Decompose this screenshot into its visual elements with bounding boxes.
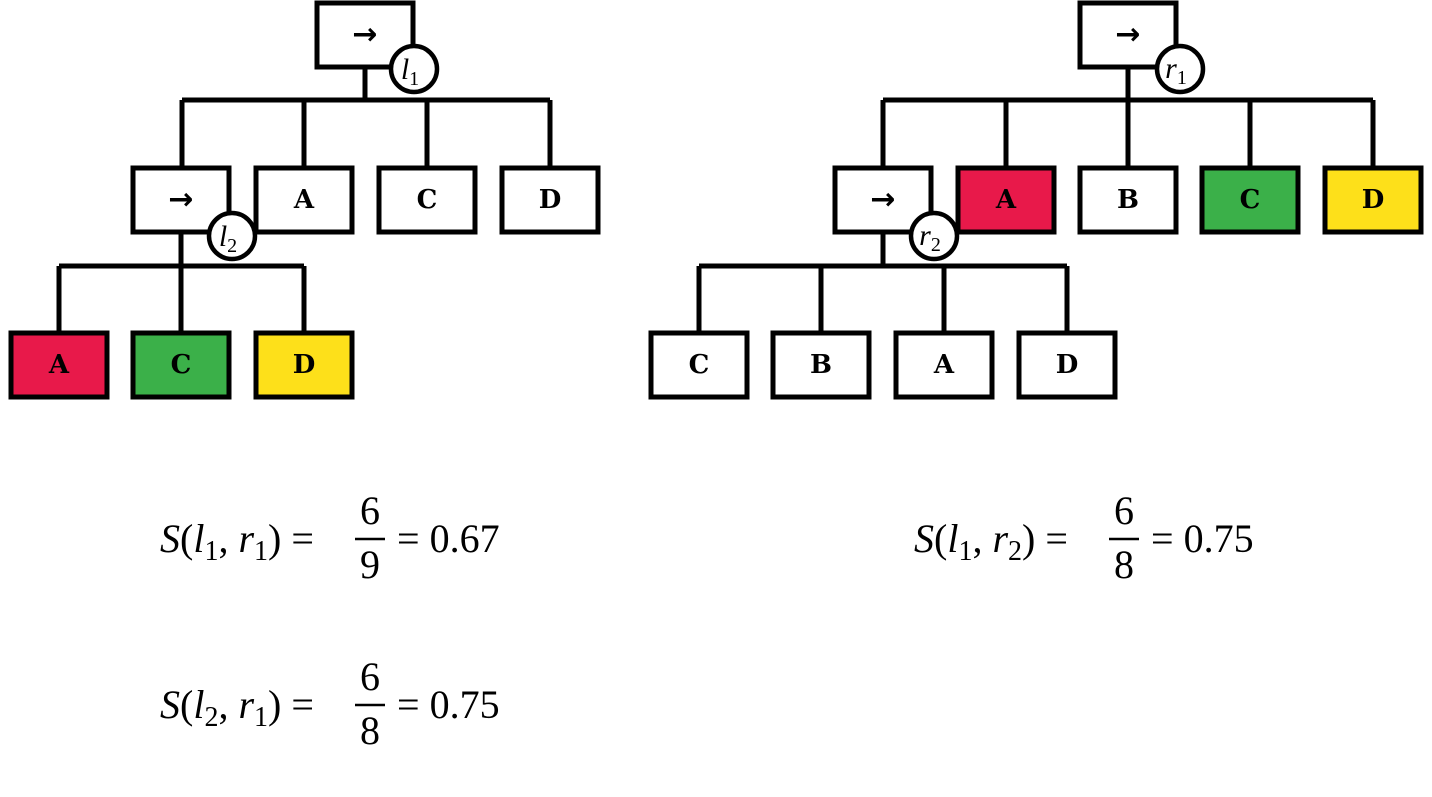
left-leaf-D: D [499,165,601,235]
leaf-label: D [293,350,316,380]
left-subleaf-A: A [8,330,110,400]
eq-b-sub: 1 [254,702,268,733]
right-subleaf-B: B [770,330,872,400]
svg-text:S(l1, r2) =: S(l1, r2) = [914,516,1068,567]
right-seq-connector [696,232,1070,333]
marker-sub: 2 [227,235,237,257]
left-tree [56,67,553,333]
eq-denominator: 8 [1114,542,1134,587]
left-leaf-A: A [253,165,355,235]
marker-var: l [401,53,409,86]
svg-text:l2: l2 [219,220,237,257]
right-root-connector [880,67,1376,168]
left-root-marker [388,43,440,95]
eq-a-sub: 2 [204,702,218,733]
eq-result: 0.75 [1184,516,1254,561]
left-leaf-C: C [376,165,478,235]
leaf-label: A [933,350,955,380]
right-root-node: → r1 [1077,0,1206,95]
right-seq-marker [908,210,960,262]
eq-b: r [238,682,254,727]
eq-b: r [992,516,1008,561]
equation-s-l1-r1: S(l1, r1) = 6 9 = 0.67 [160,488,500,587]
equation-s-l1-r2: S(l1, r2) = 6 8 = 0.75 [914,488,1254,587]
eq-a: l [193,682,204,727]
right-subleaf-A: A [893,330,995,400]
left-root-connector [179,67,553,168]
marker-sub: 1 [409,68,419,90]
svg-text:S(l2, r1) =: S(l2, r1) = [160,682,314,733]
leaf-label: B [810,350,832,380]
svg-text:= 0.75: = 0.75 [1151,516,1254,561]
leaf-label: A [995,185,1017,215]
svg-text:r2: r2 [919,219,941,256]
leaf-label: C [689,350,710,380]
right-seq-node: → r2 [832,165,960,262]
right-root-marker [1154,43,1206,95]
leaf-label: C [1240,185,1261,215]
sequence-arrow-icon: → [352,17,377,52]
marker-var: l [219,220,227,253]
leaf-label: C [171,350,192,380]
left-seq-node: → l2 [130,165,258,262]
eq-a: l [193,516,204,561]
right-subleaf-D: D [1016,330,1118,400]
right-tree [696,67,1376,333]
eq-b-sub: 1 [254,536,268,567]
marker-var: r [919,219,931,252]
eq-result: 0.67 [430,516,500,561]
right-leaf-C: C [1199,165,1301,235]
right-leaf-B: B [1077,165,1179,235]
left-seq-marker [206,210,258,262]
left-subleaf-C: C [130,330,232,400]
leaf-label: D [1056,350,1079,380]
leaf-label: D [1362,185,1385,215]
eq-numerator: 6 [360,488,380,533]
marker-var: r [1165,52,1177,85]
eq-b-sub: 2 [1008,536,1022,567]
marker-sub: 1 [1177,67,1187,89]
eq-a-sub: 1 [204,536,218,567]
right-subleaf-C: C [648,330,750,400]
right-leaf-A: A [955,165,1057,235]
leaf-label: B [1117,185,1139,215]
eq-result: 0.75 [430,682,500,727]
svg-text:r1: r1 [1165,52,1187,89]
eq-denominator: 9 [360,542,380,587]
sequence-arrow-icon: → [1115,17,1140,52]
eq-numerator: 6 [1114,488,1134,533]
leaf-label: C [417,185,438,215]
leaf-label: A [293,185,315,215]
left-subleaf-D: D [253,330,355,400]
eq-a: l [947,516,958,561]
left-seq-connector [56,232,307,333]
eq-a-sub: 1 [958,536,972,567]
marker-sub: 2 [931,234,941,256]
leaf-label: A [48,350,70,380]
right-leaf-D: D [1322,165,1424,235]
equation-s-l2-r1: S(l2, r1) = 6 8 = 0.75 [160,654,500,753]
sequence-arrow-icon: → [168,182,193,217]
svg-text:l1: l1 [401,53,419,90]
svg-text:= 0.75: = 0.75 [397,682,500,727]
eq-b: r [238,516,254,561]
eq-denominator: 8 [360,708,380,753]
sequence-arrow-icon: → [870,182,895,217]
eq-numerator: 6 [360,654,380,699]
svg-text:= 0.67: = 0.67 [397,516,500,561]
leaf-label: D [539,185,562,215]
svg-text:S(l1, r1) =: S(l1, r1) = [160,516,314,567]
left-root-node: → l1 [314,0,440,95]
